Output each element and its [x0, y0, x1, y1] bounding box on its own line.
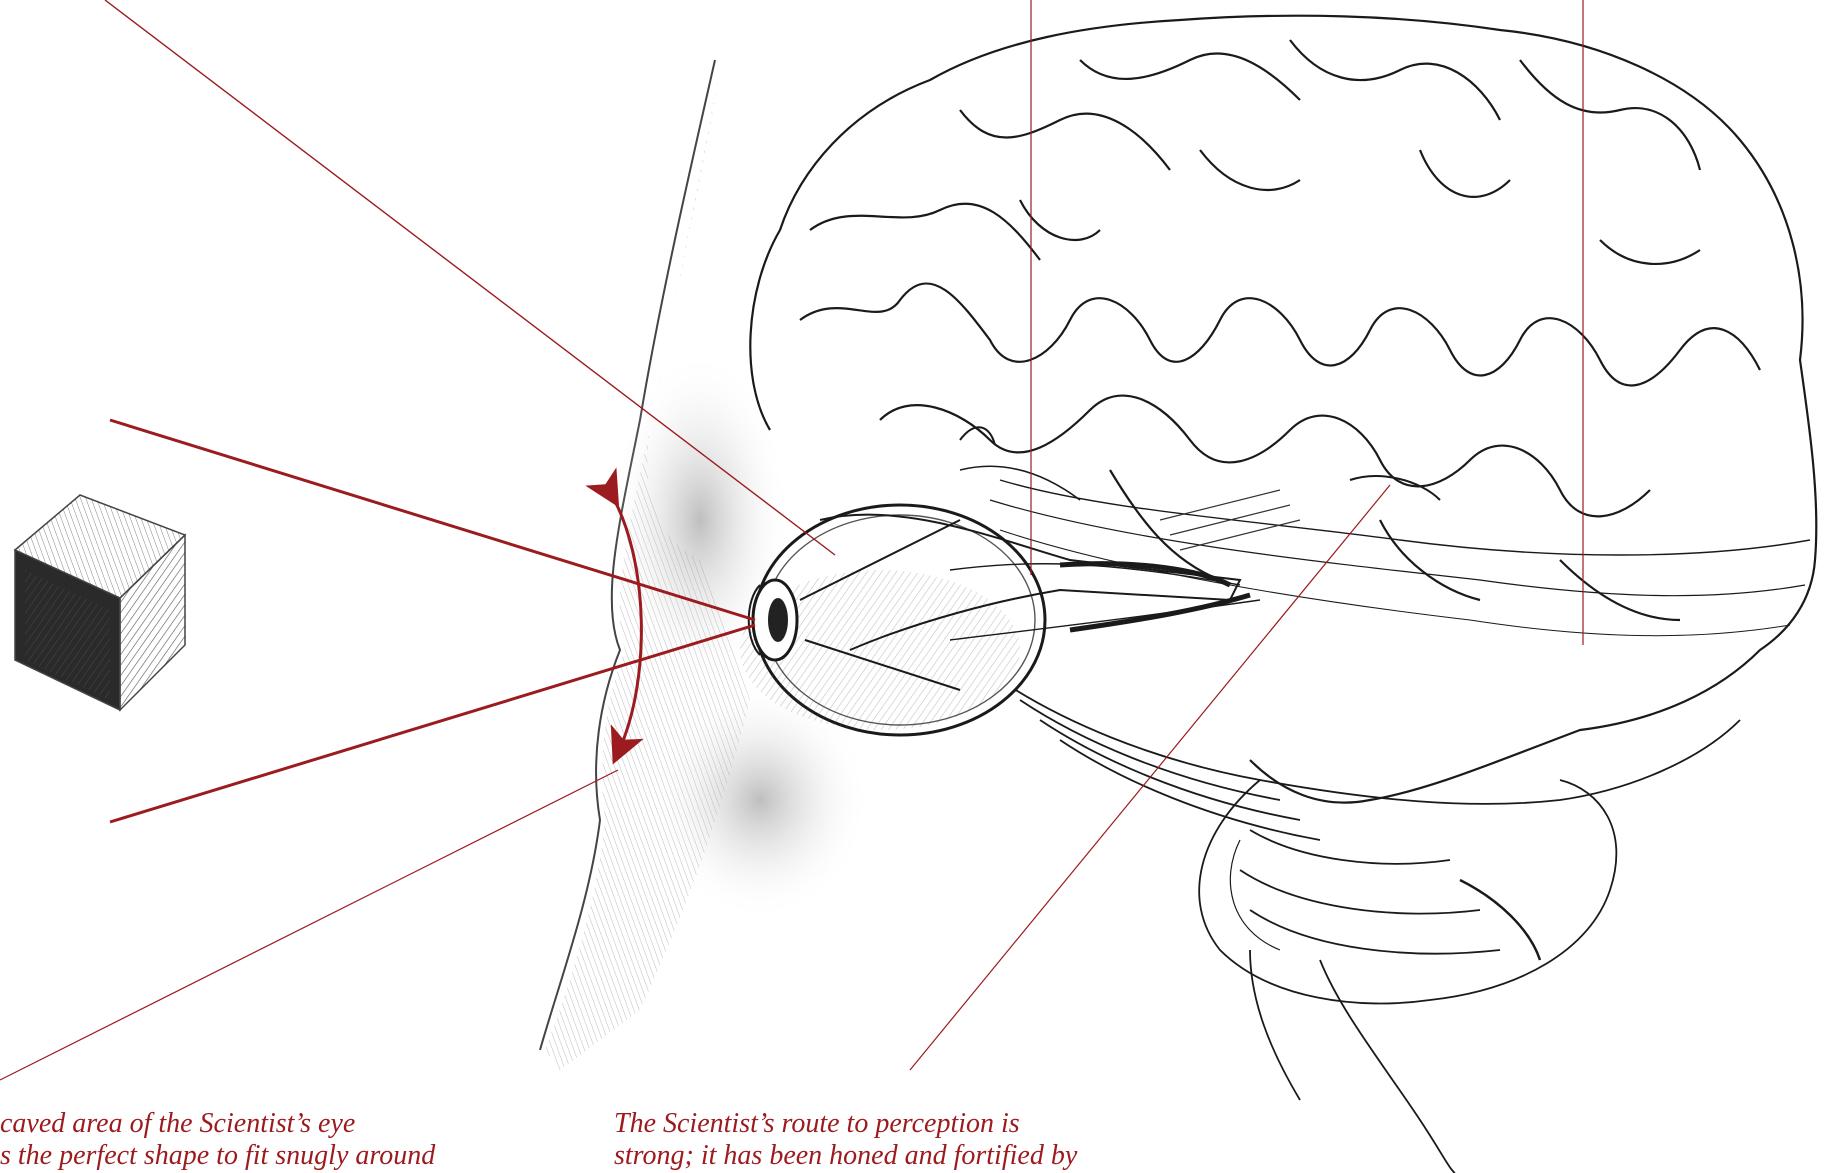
perception-caption-line-1: The Scientist’s route to perception is — [614, 1108, 1077, 1140]
cerebellum — [1000, 680, 1740, 1173]
eye-caption-line-2: s the perfect shape to fit snugly around — [0, 1140, 435, 1172]
annotation-lines — [0, 0, 1583, 1080]
perception-caption: The Scientist’s route to perception is s… — [614, 1108, 1077, 1172]
eye-caption-line-1: caved area of the Scientist’s eye — [0, 1108, 435, 1140]
eye-caption: caved area of the Scientist’s eye s the … — [0, 1108, 435, 1172]
perception-caption-line-2: strong; it has been honed and fortified … — [614, 1140, 1077, 1172]
cube-icon — [15, 495, 185, 710]
eye-icon — [740, 427, 1440, 735]
